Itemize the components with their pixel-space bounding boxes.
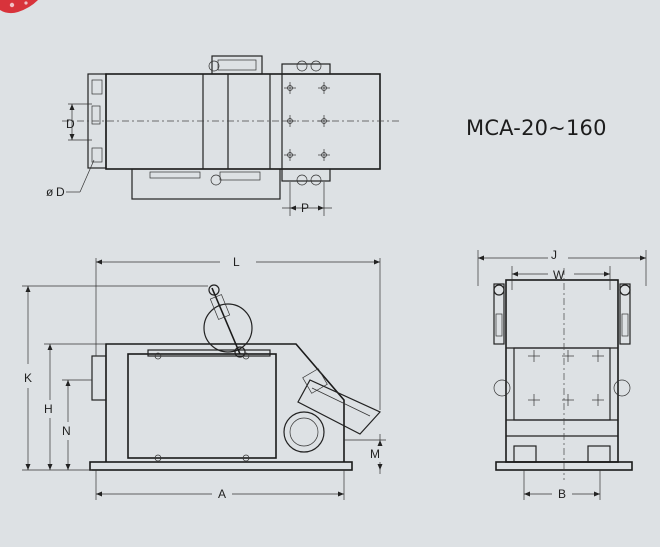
side-view: J W B (477, 248, 647, 501)
dim-label-b: B (558, 487, 566, 501)
dim-label-d: D (66, 117, 75, 131)
dim-label-w: W (553, 268, 565, 282)
dim-label-l: L (233, 255, 240, 269)
dim-label-j: J (551, 248, 557, 262)
dim-label-m: M (370, 447, 380, 461)
dim-label-phi-d: D (56, 185, 65, 199)
dim-label-p: P (301, 201, 309, 215)
dim-label-a: A (218, 487, 226, 501)
red-corner-mark (0, 0, 38, 14)
svg-text:ø: ø (46, 185, 54, 199)
model-title: MCA-20~160 (466, 116, 607, 140)
dim-label-h: H (44, 402, 53, 416)
front-view: L K H N A (22, 255, 386, 501)
dim-label-n: N (62, 424, 71, 438)
dim-label-k: K (24, 371, 32, 385)
top-view: D ø D P (46, 55, 400, 216)
